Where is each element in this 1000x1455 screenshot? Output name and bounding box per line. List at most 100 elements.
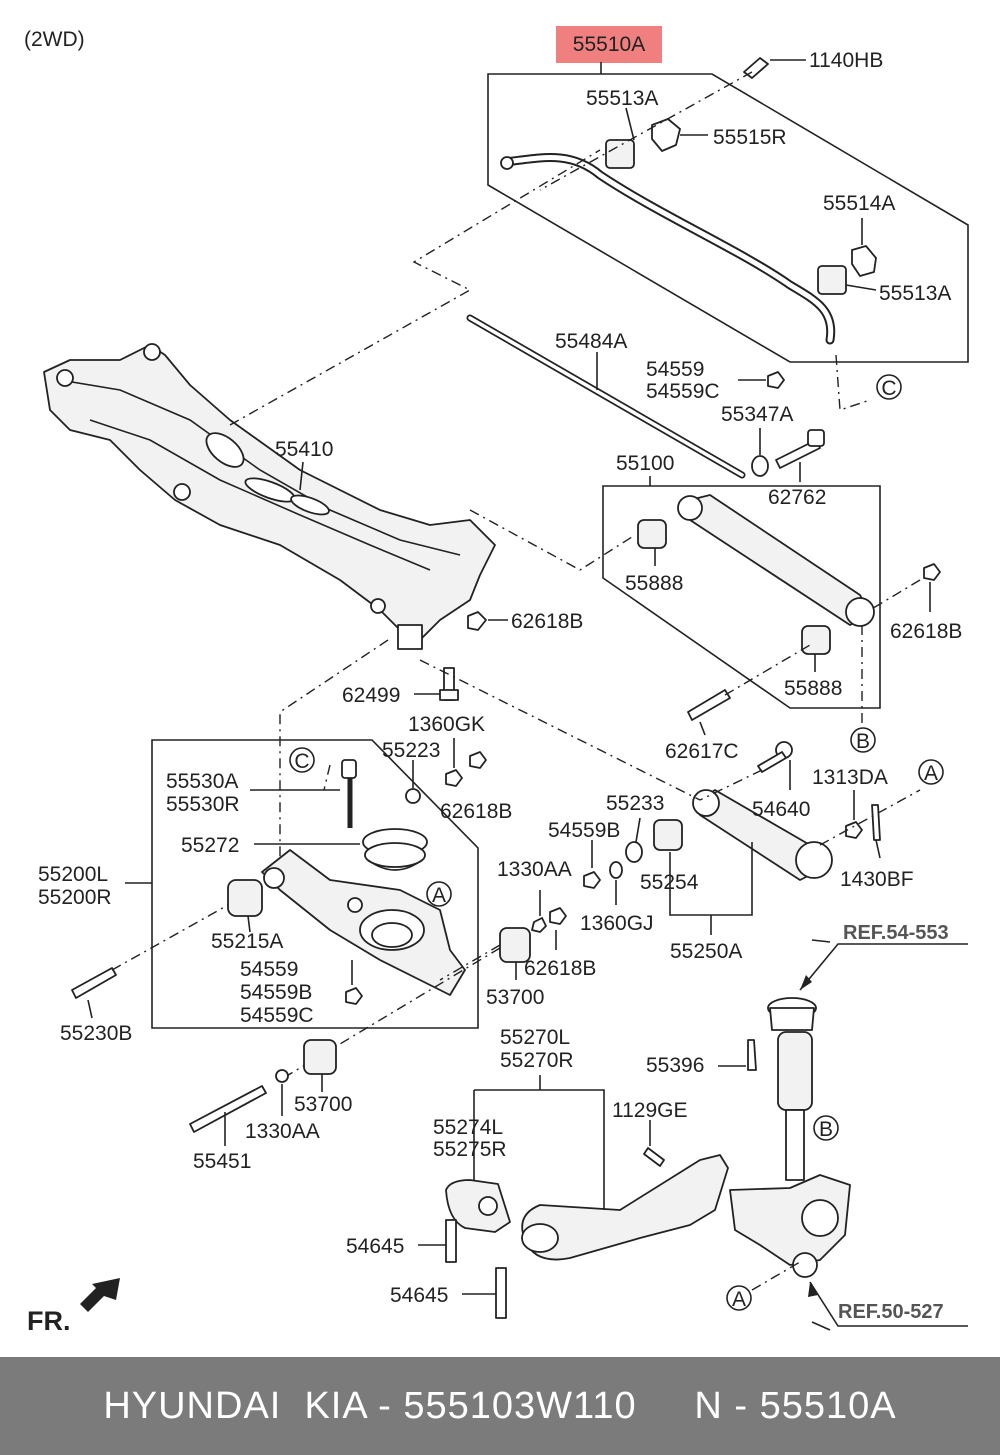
part-label-1360gj[interactable]: 1360GJ: [580, 912, 654, 935]
part-label-1330aa-upper[interactable]: 1330AA: [497, 858, 572, 881]
part-label-55274l[interactable]: 55274L: [433, 1116, 503, 1139]
part-label-55250a[interactable]: 55250A: [670, 940, 742, 963]
nut-54559b[interactable]: [583, 871, 601, 889]
part-label-53700-lower[interactable]: 53700: [294, 1093, 352, 1116]
bushing-55513a-lower[interactable]: [817, 265, 847, 295]
bushing-53700-lower[interactable]: [303, 1039, 337, 1075]
washer-55233[interactable]: [625, 841, 643, 863]
part-label-55888-lower[interactable]: 55888: [784, 677, 842, 700]
part-label-55484a[interactable]: 55484A: [555, 330, 627, 353]
part-label-54559b-lower[interactable]: 54559B: [240, 981, 312, 1004]
bolt-62762[interactable]: [775, 439, 821, 469]
part-label-55530a[interactable]: 55530A: [166, 770, 238, 793]
part-label-55530r[interactable]: 55530R: [166, 793, 240, 816]
highlight-box[interactable]: [556, 26, 662, 63]
nut-1330aa-upper[interactable]: [531, 917, 547, 933]
rear-lateral-arm-55250a[interactable]: [692, 789, 833, 881]
part-label-54559-lower[interactable]: 54559: [240, 958, 298, 981]
lateral-arm-55100[interactable]: [602, 476, 881, 709]
part-label-1313da[interactable]: 1313DA: [812, 766, 888, 789]
part-label-1360gk[interactable]: 1360GK: [408, 713, 485, 736]
part-label-55270r[interactable]: 55270R: [500, 1049, 574, 1072]
part-label-55396[interactable]: 55396: [646, 1054, 704, 1077]
part-label-55230b[interactable]: 55230B: [60, 1022, 132, 1045]
front-direction-label: FR.: [27, 1306, 71, 1336]
bushing-55254[interactable]: [653, 819, 683, 851]
part-label-62618b-mid[interactable]: 62618B: [440, 800, 512, 823]
part-label-55888-upper[interactable]: 55888: [625, 572, 683, 595]
part-label-62618b-right[interactable]: 62618B: [890, 620, 962, 643]
part-label-1140hb[interactable]: 1140HB: [809, 49, 883, 72]
part-label-1330aa-lower[interactable]: 1330AA: [245, 1120, 320, 1143]
nut-62618b-mid[interactable]: [469, 751, 487, 769]
part-label-55513a-upper[interactable]: 55513A: [586, 87, 658, 110]
nut-62618b-right[interactable]: [923, 563, 941, 581]
part-label-55223[interactable]: 55223: [382, 739, 440, 762]
bushing-55888-upper[interactable]: [637, 519, 667, 549]
nut-1313da[interactable]: [845, 821, 863, 839]
part-label-53700-upper[interactable]: 53700: [486, 986, 544, 1009]
part-label-54559c-lower[interactable]: 54559C: [240, 1004, 314, 1027]
part-label-55200r[interactable]: 55200R: [38, 886, 112, 909]
bolt-1129ge[interactable]: [643, 1147, 665, 1167]
pin-1430bf[interactable]: [871, 804, 881, 841]
part-label-54559c-upper[interactable]: 54559C: [646, 380, 720, 403]
bushing-55274l[interactable]: [445, 1179, 511, 1233]
part-label-55272[interactable]: 55272: [181, 834, 239, 857]
part-label-55410[interactable]: 55410: [275, 438, 333, 461]
part-label-55215a[interactable]: 55215A: [211, 930, 283, 953]
washer-1330aa-lower[interactable]: [275, 1069, 289, 1083]
crossmember-55410[interactable]: [43, 343, 496, 650]
bushing-55513a-upper[interactable]: [605, 139, 635, 169]
bolt-54645-lower[interactable]: [495, 1267, 507, 1319]
bushing-55215a[interactable]: [227, 879, 263, 917]
part-label-55451[interactable]: 55451: [193, 1150, 251, 1173]
part-label-62618b-lower[interactable]: 62618B: [524, 957, 596, 980]
part-label-55513a-lower[interactable]: 55513A: [879, 282, 951, 305]
bushing-55888-lower[interactable]: [801, 625, 831, 655]
part-label-55254[interactable]: 55254: [640, 871, 699, 894]
part-label-54559b-upper[interactable]: 54559B: [548, 819, 620, 842]
bolt-55230b[interactable]: [71, 967, 117, 999]
part-label-54645-lower[interactable]: 54645: [390, 1284, 448, 1307]
part-label-1430bf[interactable]: 1430BF: [840, 868, 914, 891]
nut-62618b-upper[interactable]: [467, 611, 487, 631]
shock-absorber-assembly[interactable]: [767, 997, 817, 1181]
link-55530[interactable]: [341, 759, 357, 779]
washer-1360gj[interactable]: [609, 861, 623, 879]
part-label-1129ge[interactable]: 1129GE: [612, 1099, 688, 1122]
part-label-55347a[interactable]: 55347A: [721, 403, 793, 426]
part-label-62618b-upper[interactable]: 62618B: [511, 610, 583, 633]
ref-label-54553[interactable]: REF.54-553: [843, 922, 949, 944]
nut-62618b-lower[interactable]: [549, 907, 567, 925]
nut-54559[interactable]: [767, 371, 785, 389]
part-label-55233[interactable]: 55233: [606, 792, 664, 815]
bolt-62617c[interactable]: [687, 689, 731, 721]
highlight-part-label[interactable]: 55510A: [573, 33, 645, 56]
nut-1360gk[interactable]: [445, 769, 463, 787]
part-label-54559-upper[interactable]: 54559: [646, 358, 704, 381]
footer-part-number-text: HYUNDAI KIA - 555103W110 N - 55510A: [103, 1384, 897, 1427]
part-label-55515r[interactable]: 55515R: [713, 126, 787, 149]
nut-54559-lower[interactable]: [345, 987, 363, 1005]
part-label-55275r[interactable]: 55275R: [433, 1138, 507, 1161]
part-label-62762[interactable]: 62762: [768, 486, 826, 509]
ref-label-50527[interactable]: REF.50-527: [838, 1301, 944, 1323]
part-label-55100[interactable]: 55100: [616, 452, 674, 475]
part-label-55200l[interactable]: 55200L: [38, 863, 108, 886]
washer-55223[interactable]: [405, 788, 421, 804]
knuckle-assembly[interactable]: [729, 1174, 851, 1278]
bolt-55396[interactable]: [747, 1039, 757, 1071]
part-label-62499[interactable]: 62499: [342, 684, 400, 707]
bolt-55451[interactable]: [189, 1085, 267, 1133]
bolt-54645-left[interactable]: [445, 1219, 457, 1263]
washer-55347a[interactable]: [751, 455, 769, 477]
part-label-55270l[interactable]: 55270L: [500, 1026, 570, 1049]
clamp-55514a[interactable]: [851, 245, 877, 277]
part-label-54640[interactable]: 54640: [752, 798, 810, 821]
part-label-55514a[interactable]: 55514A: [823, 192, 895, 215]
trailing-arm-55270[interactable]: [521, 1154, 729, 1261]
part-label-54645-left[interactable]: 54645: [346, 1235, 404, 1258]
part-label-62617c[interactable]: 62617C: [665, 740, 739, 763]
clamp-55515r[interactable]: [651, 118, 681, 152]
